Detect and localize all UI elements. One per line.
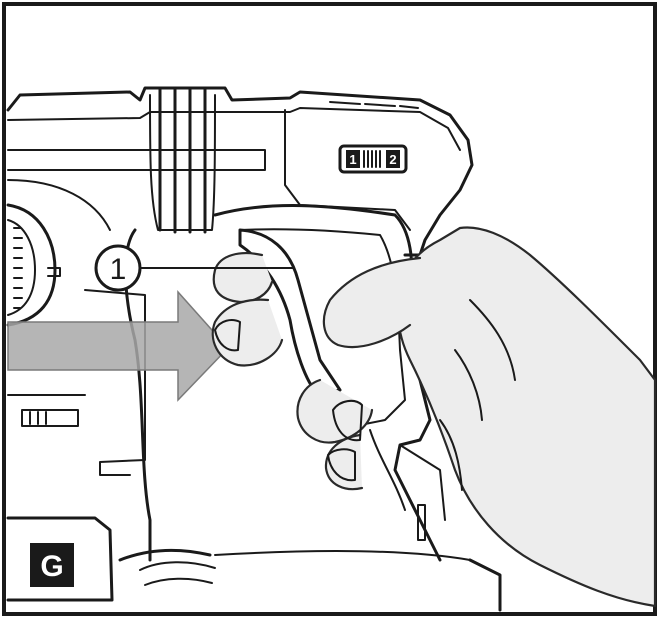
panel-letter-badge: G (30, 543, 74, 587)
mode-selector-label-1: 1 (349, 152, 356, 167)
operator-hand (211, 226, 657, 608)
tool-lower-body (6, 289, 502, 612)
callout-circle (94, 244, 142, 292)
battery-seam (214, 550, 471, 561)
mode-selector-switch: 1 2 (338, 144, 408, 174)
mode-selector-label-2: 2 (389, 152, 396, 167)
callout-1: 1 (94, 244, 295, 292)
push-direction-arrow (7, 290, 230, 402)
tool-body (6, 86, 474, 327)
panel-letter: G (40, 550, 63, 583)
callout-number: 1 (110, 253, 127, 286)
